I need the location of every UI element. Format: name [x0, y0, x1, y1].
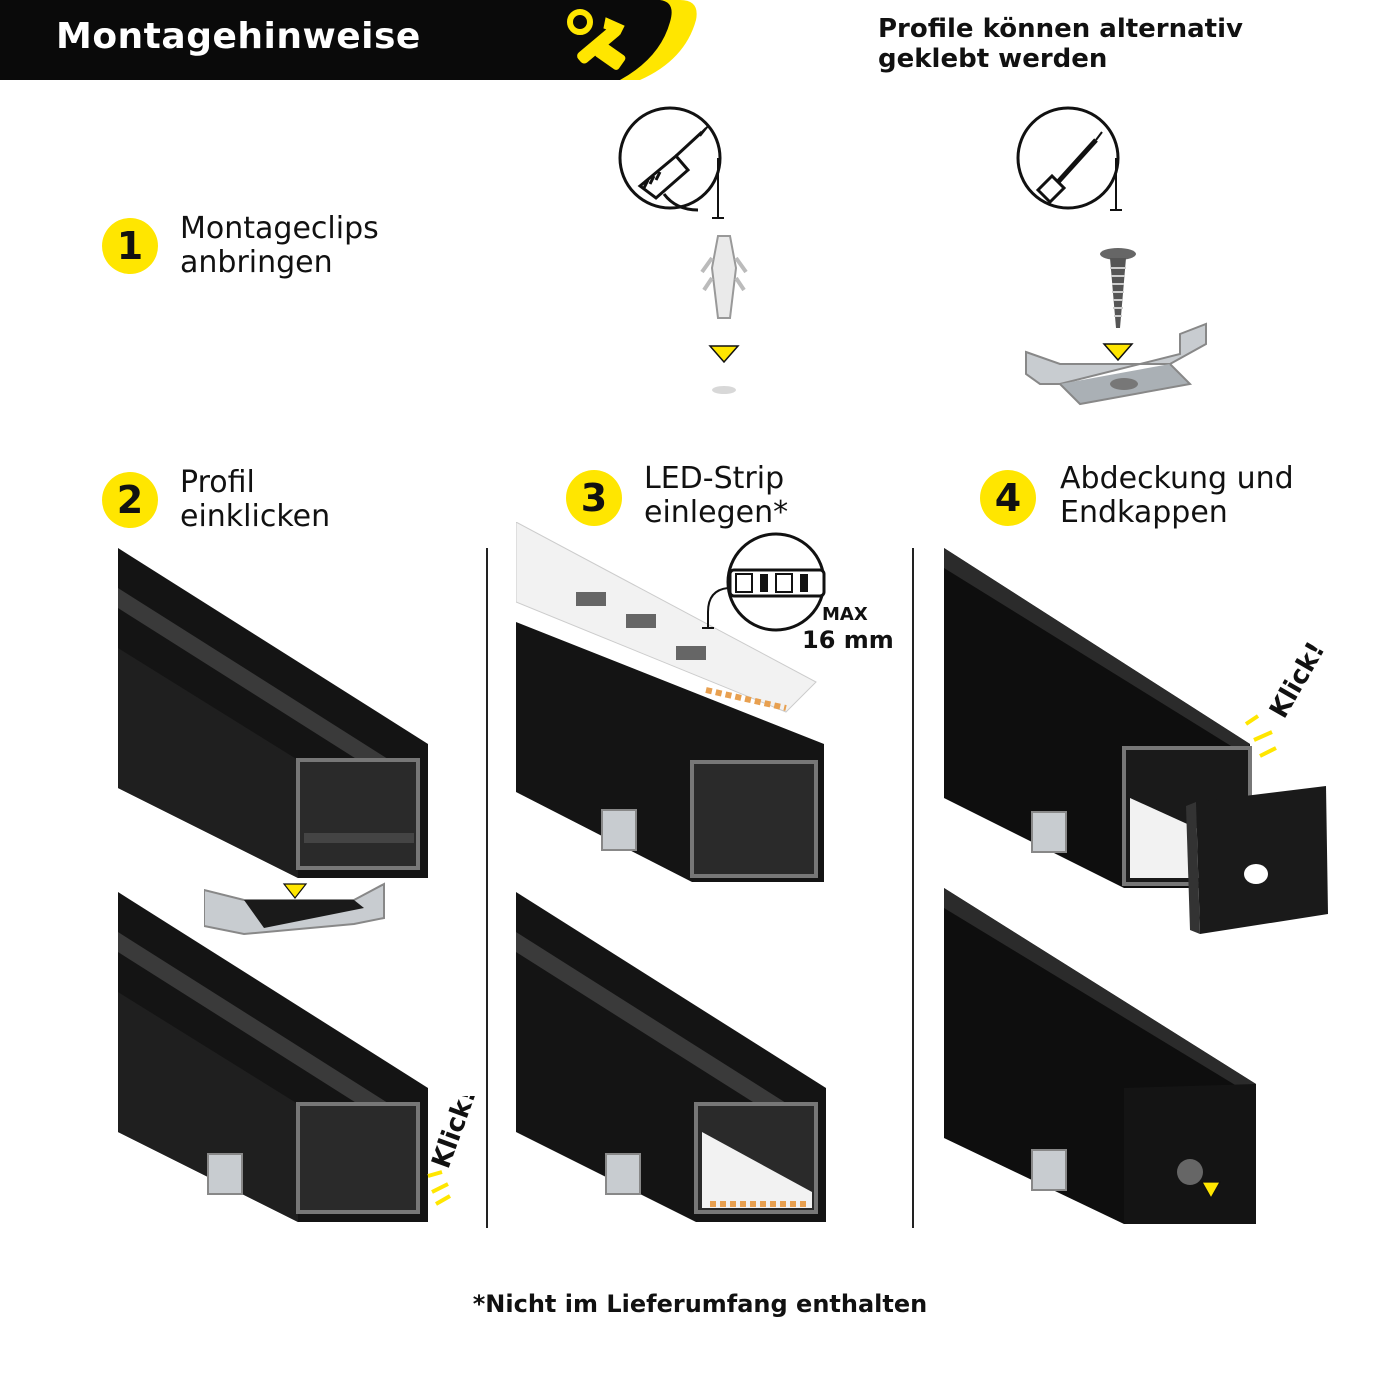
step-1-line2: anbringen	[180, 245, 333, 280]
step-4-badge: 4	[980, 470, 1036, 526]
step-2-line2: einklicken	[180, 499, 331, 534]
strip-max-label: MAX	[822, 604, 868, 625]
klick-indicator-col2: Klick!	[426, 1096, 483, 1206]
wall-plug	[700, 235, 748, 394]
step-3-badge: 3	[566, 470, 622, 526]
profile-top-col2	[118, 548, 428, 878]
step-2-line1: Profil	[180, 465, 255, 500]
step-2-label: Profil einklicken	[180, 466, 330, 534]
screwdriver-icon	[1016, 106, 1122, 211]
step-4-line2: Endkappen	[1060, 495, 1228, 530]
profile-top-col4	[944, 548, 1252, 888]
divider-right	[912, 548, 914, 1228]
step-2-badge: 2	[102, 472, 158, 528]
mounting-clip-col2	[204, 882, 385, 936]
screw-and-clip	[1025, 248, 1207, 406]
profile-bottom-col2	[118, 892, 428, 1222]
klick-label-col4: Klick!	[1264, 640, 1330, 724]
step-3-label: LED-Strip einlegen*	[644, 462, 788, 530]
header-bar	[0, 0, 697, 80]
footnote: *Nicht im Lieferumfang enthalten	[472, 1290, 928, 1318]
tools-icon	[567, 9, 626, 70]
drill-icon	[618, 106, 724, 219]
page-title: Montagehinweise	[56, 16, 421, 57]
step-1-label: Montageclips anbringen	[180, 212, 379, 280]
step-1-line1: Montageclips	[180, 211, 379, 246]
strip-width-callout	[702, 532, 826, 632]
step-4-line1: Abdeckung und	[1060, 461, 1294, 496]
step-4-label: Abdeckung und Endkappen	[1060, 462, 1294, 530]
alternative-mounting-note: Profile können alternativ geklebt werden	[878, 14, 1243, 74]
profile-bottom-col4	[944, 888, 1256, 1224]
profile-bottom-col3	[516, 892, 826, 1222]
alt-note-line1: Profile können alternativ	[878, 14, 1243, 44]
alt-note-line2: geklebt werden	[878, 44, 1108, 74]
step-3-line2: einlegen*	[644, 495, 789, 530]
klick-label-col2: Klick!	[426, 1096, 482, 1172]
step-1-badge: 1	[102, 218, 158, 274]
klick-indicator-col4: Klick!	[1244, 640, 1330, 758]
profile-top-col3	[516, 522, 824, 882]
step-3-line1: LED-Strip	[644, 461, 785, 496]
end-cap	[1186, 786, 1328, 934]
divider-left	[486, 548, 488, 1228]
strip-max-size: 16 mm	[802, 626, 894, 654]
